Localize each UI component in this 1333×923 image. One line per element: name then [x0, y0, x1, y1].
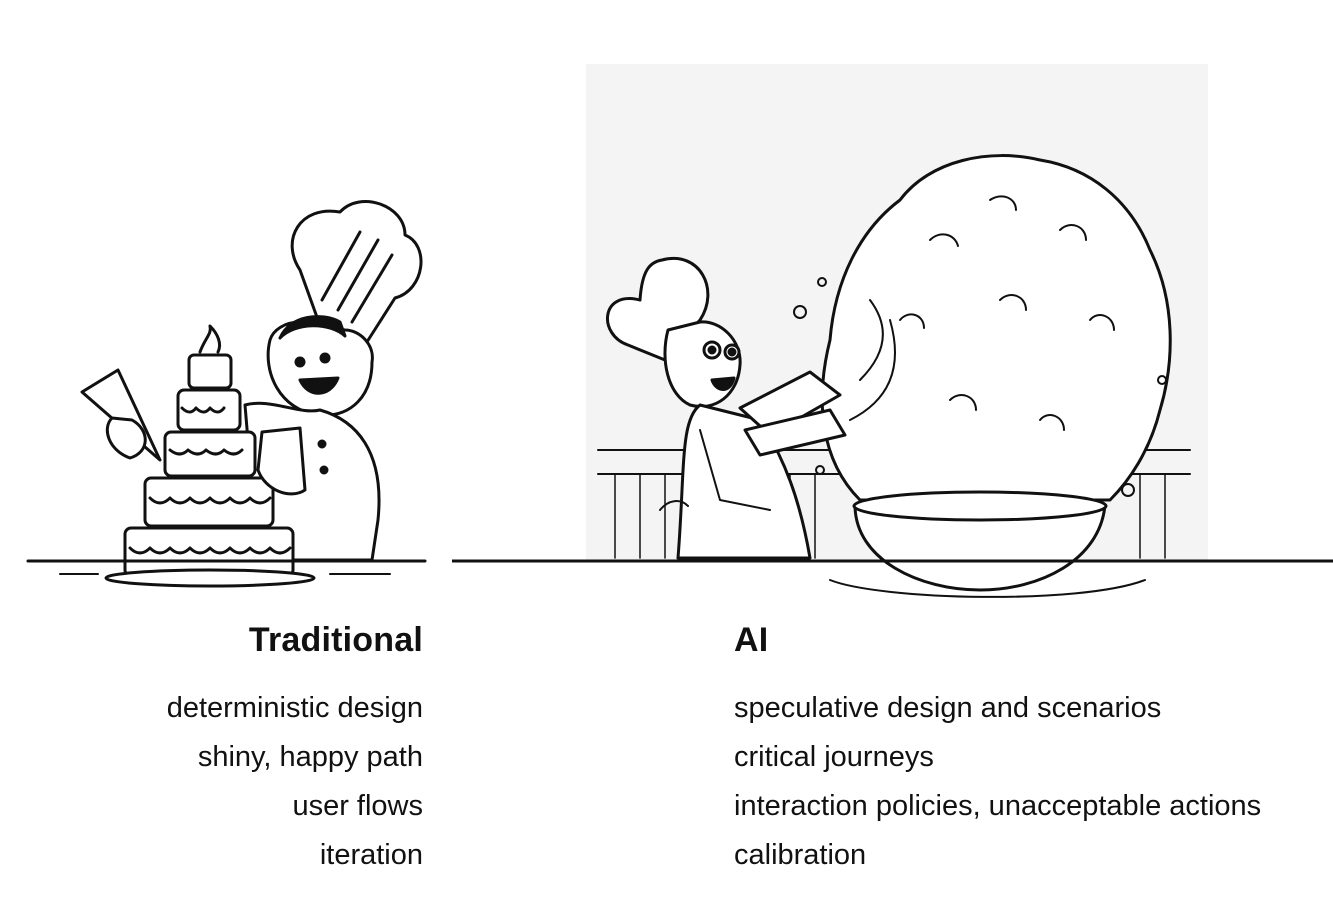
list-item: iteration [319, 839, 423, 871]
list-item: deterministic design [166, 692, 423, 724]
traditional-list: deterministic design shiny, happy path u… [43, 684, 423, 880]
chef-hat-icon [290, 200, 423, 347]
chef-face-icon [663, 320, 742, 408]
list-item: user flows [292, 790, 423, 822]
dough-explosion-icon [820, 154, 1172, 502]
mixing-bowl-icon [853, 503, 1107, 592]
traditional-heading: Traditional [248, 621, 423, 659]
chef-exploding-dough-illustration [452, 64, 1333, 598]
ai-column: AI speculative design and scenarios crit… [734, 618, 1324, 880]
ai-heading: AI [734, 621, 769, 659]
list-item: calibration [734, 839, 867, 871]
ai-list: speculative design and scenarios critica… [734, 684, 1324, 880]
traditional-column: Traditional deterministic design shiny, … [43, 618, 423, 880]
list-item: shiny, happy path [197, 741, 423, 773]
list-item: speculative design and scenarios [734, 692, 1162, 724]
chef-decorating-cake-illustration [26, 200, 427, 588]
list-item: interaction policies, unacceptable actio… [734, 790, 1262, 822]
tiered-cake-icon [104, 324, 316, 588]
list-item: critical journeys [734, 741, 934, 773]
